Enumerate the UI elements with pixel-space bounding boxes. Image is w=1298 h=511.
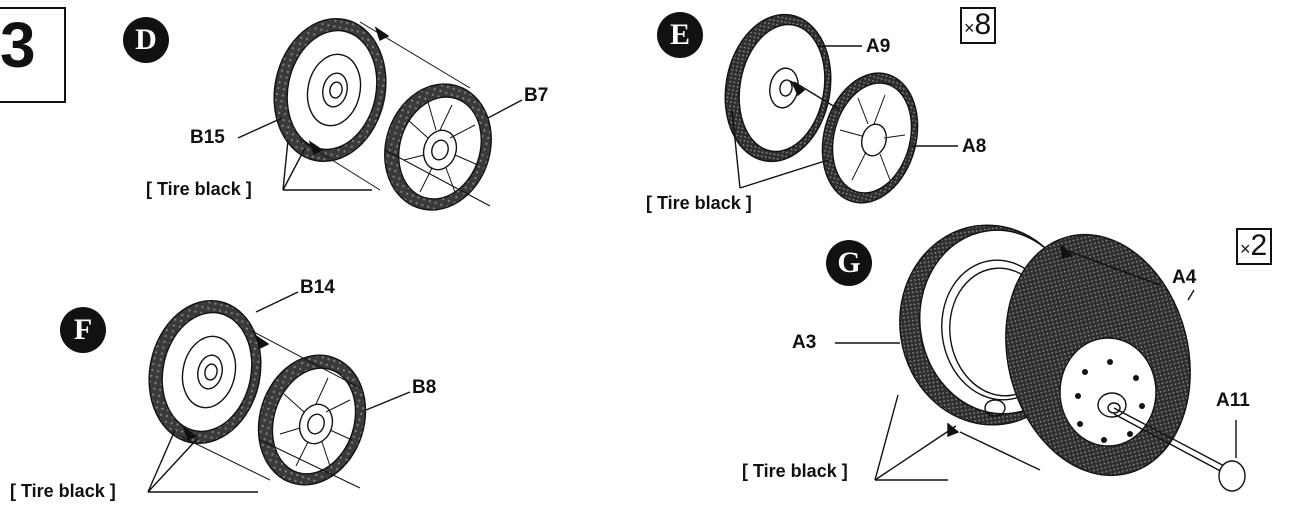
road-wheel-e-drawing xyxy=(724,13,958,204)
multiply-sign: × xyxy=(1240,239,1251,259)
part-label-a11: A11 xyxy=(1216,390,1250,411)
paint-note-g: [ Tire black ] xyxy=(742,461,848,481)
part-label-a3: A3 xyxy=(792,332,817,353)
part-label-a4: A4 xyxy=(1172,267,1197,288)
part-label-b15: B15 xyxy=(190,127,225,148)
part-label-a9: A9 xyxy=(866,36,891,57)
part-label-a8: A8 xyxy=(962,136,987,157)
step-number-box xyxy=(0,7,66,103)
subassembly-d-badge: D xyxy=(123,17,169,63)
part-label-b7: B7 xyxy=(524,85,549,106)
paint-note-f: [ Tire black ] xyxy=(10,481,116,501)
subassembly-g-badge: G xyxy=(826,240,872,286)
step-number: 3 xyxy=(0,9,36,81)
spare-wheel-g-drawing xyxy=(835,224,1246,492)
quantity-box-g: ×2 xyxy=(1236,228,1273,265)
subassembly-e-badge: E xyxy=(657,12,703,58)
quantity-box-e: ×8 xyxy=(960,7,997,44)
part-label-b8: B8 xyxy=(412,377,437,398)
part-label-b14: B14 xyxy=(300,277,335,298)
quantity-count: 2 xyxy=(1250,229,1268,262)
subassembly-f-badge: F xyxy=(60,307,106,353)
quantity-count: 8 xyxy=(974,8,992,41)
paint-note-e: [ Tire black ] xyxy=(646,193,752,213)
multiply-sign: × xyxy=(964,18,975,38)
paint-note-d: [ Tire black ] xyxy=(146,179,252,199)
sprocket-f-drawing xyxy=(147,291,411,493)
sprocket-d-drawing xyxy=(237,17,523,211)
